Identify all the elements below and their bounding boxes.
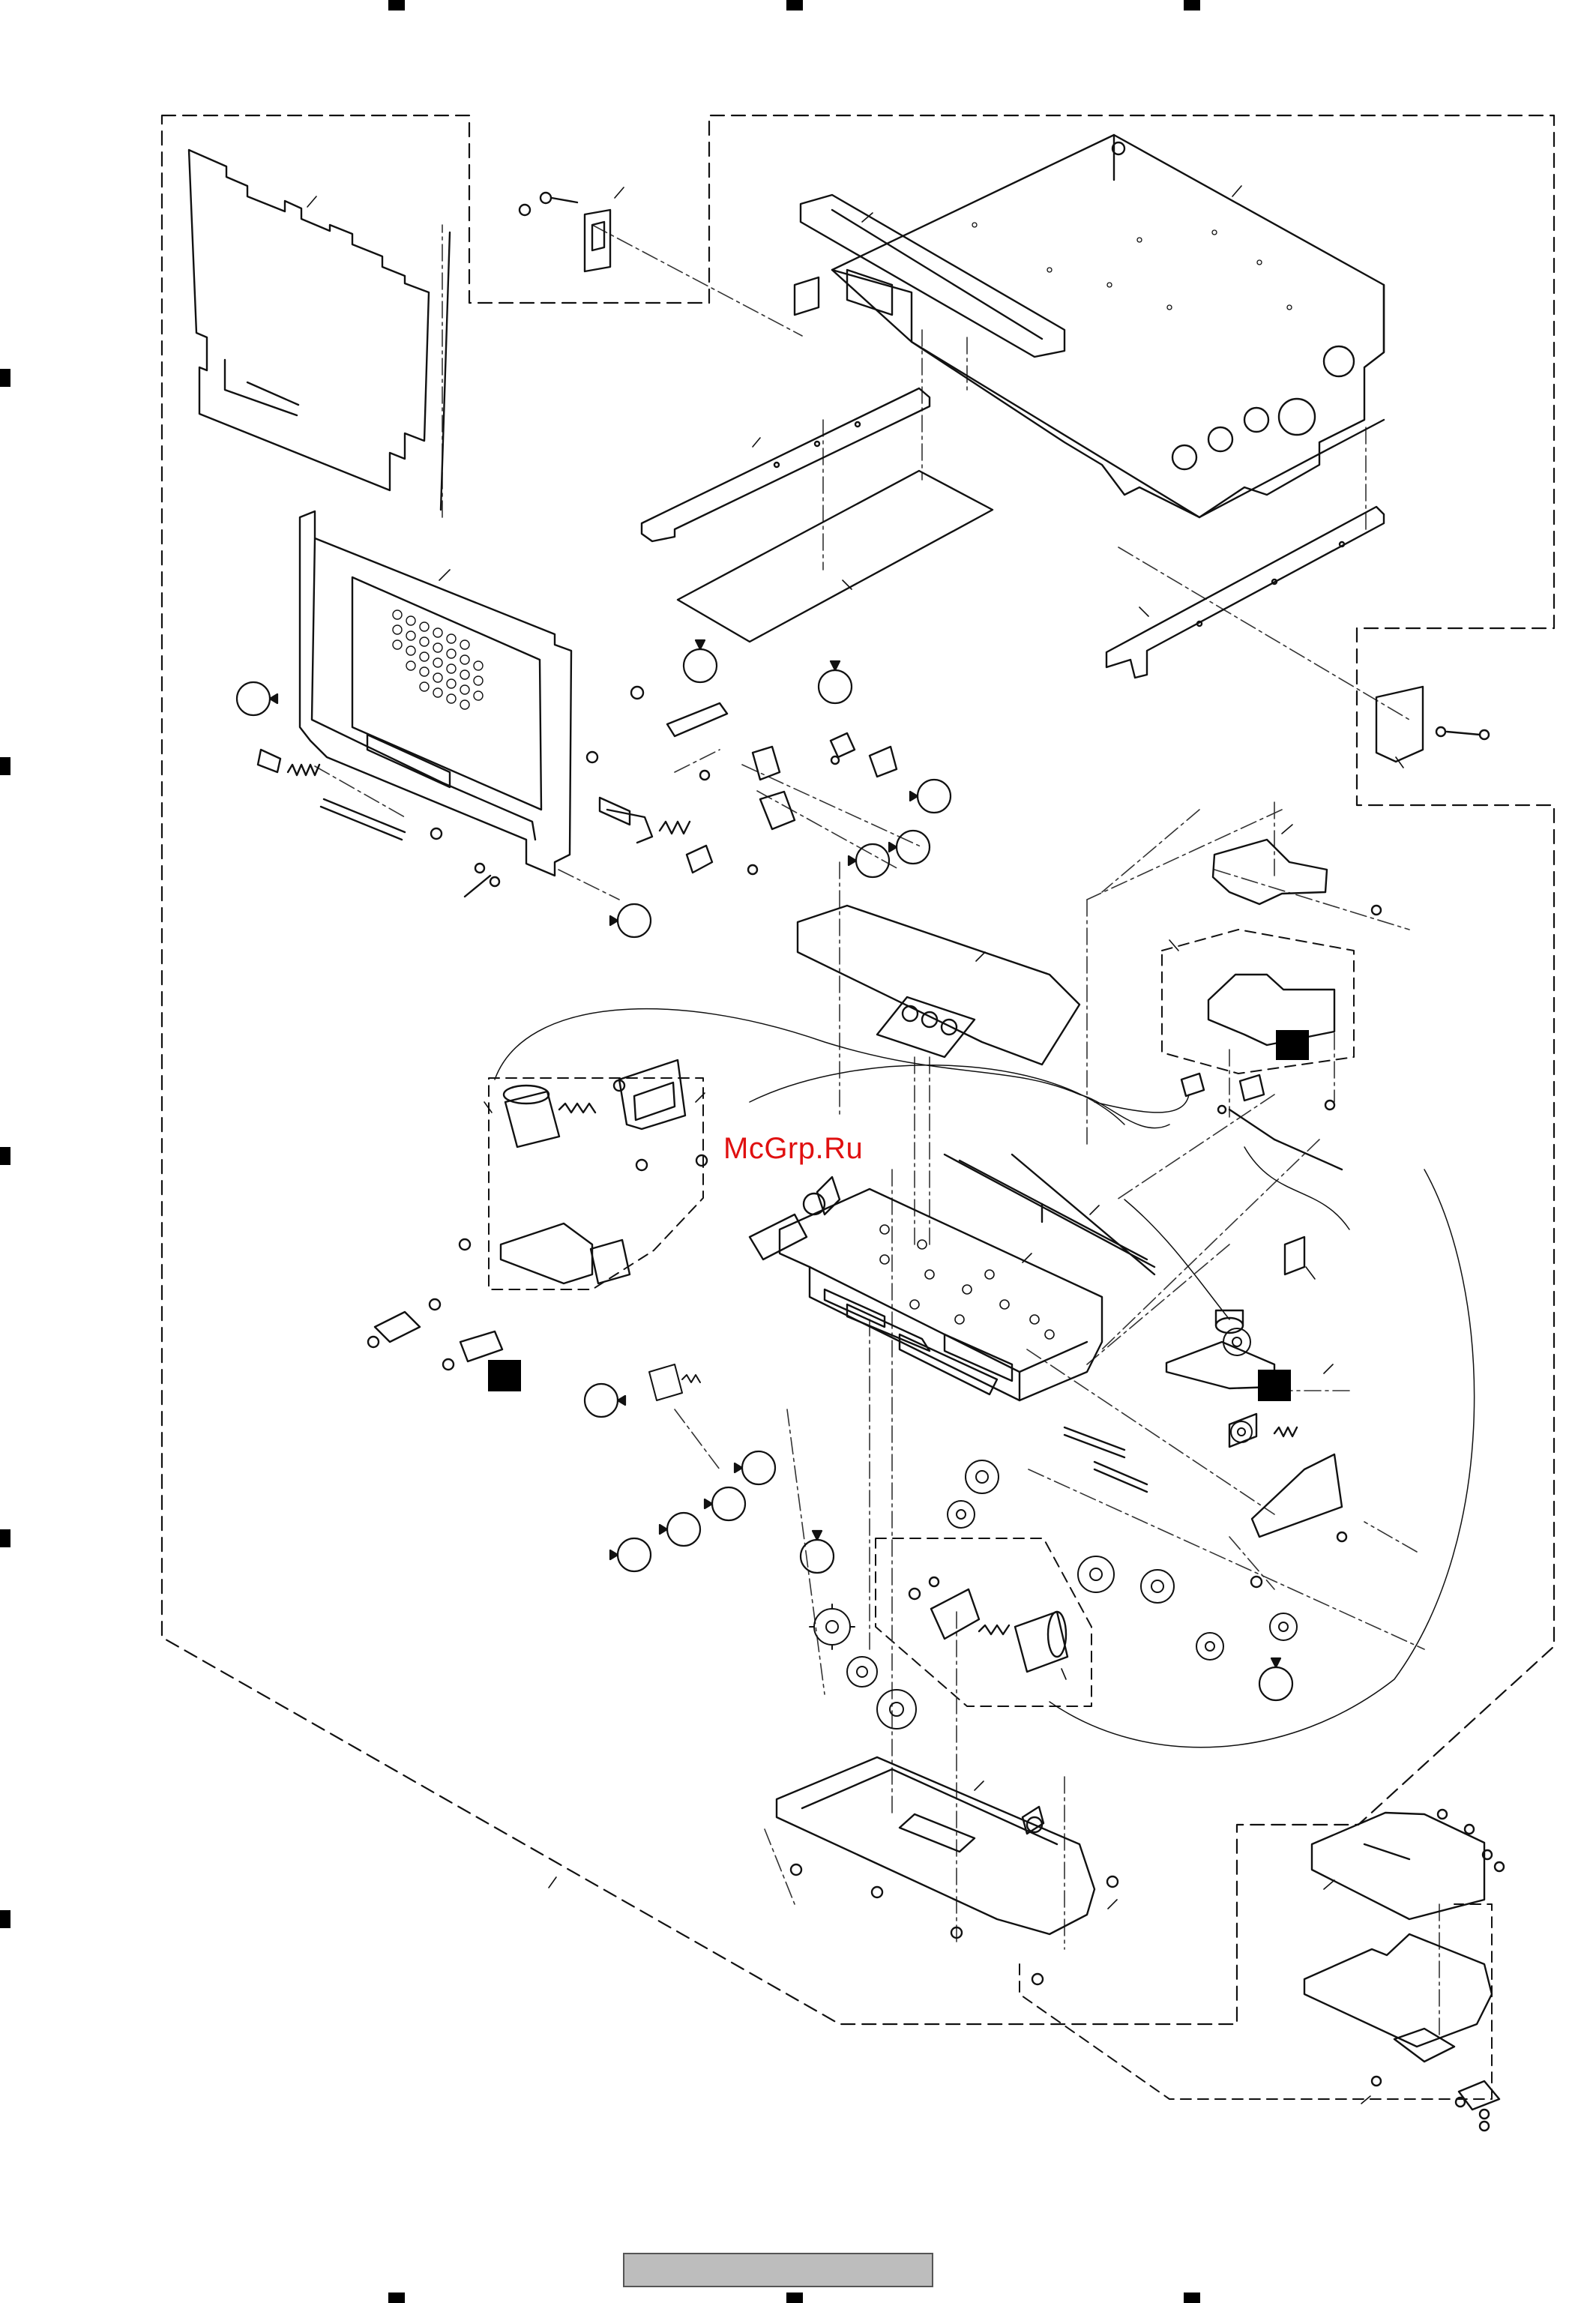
gear [1196,1633,1223,1660]
mechanism-base [750,1154,1154,1400]
tray-lever [1166,1237,1346,1587]
callout-circle [684,640,717,682]
callout-circle [237,682,277,715]
side-bracket-right [1376,687,1489,762]
gear [1231,1421,1252,1442]
mid-right-board [1208,906,1381,1113]
vent-grille [393,610,483,709]
callout-circle [610,1538,651,1571]
gear [1270,1613,1297,1640]
lower-right-board-a [1312,1810,1504,1919]
loading-motor [504,1060,707,1170]
callout-circle [705,1487,745,1520]
front-frame-small-parts [258,750,499,897]
shield-plate [189,150,450,510]
gear [810,1604,855,1649]
callout-circle [660,1513,700,1546]
callout-circle [735,1451,775,1484]
motor-bracket [368,1223,630,1391]
small-bracket-top [520,193,610,271]
gear [877,1690,916,1729]
insulator-sheet [678,471,993,642]
gear [1078,1556,1114,1592]
sub-assembly-boundary [489,930,1492,2099]
top-right-shield [1213,840,1327,904]
gear [966,1460,999,1493]
worm-gear [649,1364,700,1400]
callout-circle [889,831,930,864]
side-rail-right [1106,507,1384,678]
callout-circle [1259,1658,1292,1700]
lower-right-board-b [1304,1934,1499,2131]
gear [847,1657,877,1687]
watermark-text: McGrp.Ru [723,1132,863,1166]
front-frame [300,511,571,876]
reference-callouts [237,640,1292,1700]
gear [1141,1570,1174,1603]
main-chassis [795,135,1384,517]
side-rail-left [642,388,930,541]
callout-circle [610,904,651,937]
callout-circle [819,661,852,703]
gear-train [649,1328,1297,1729]
bottom-plate [777,1757,1118,1984]
leader-lines [315,225,1439,2039]
wire-harness [495,1009,1475,1747]
callout-circle [910,780,951,813]
knob-rollers [753,733,897,829]
sled-motor [909,1577,1067,1672]
detent-lever [587,687,757,874]
gear [948,1501,975,1528]
callout-circle [585,1384,625,1417]
page-footer-bar [623,2253,933,2287]
connector-plug [1181,1074,1342,1169]
